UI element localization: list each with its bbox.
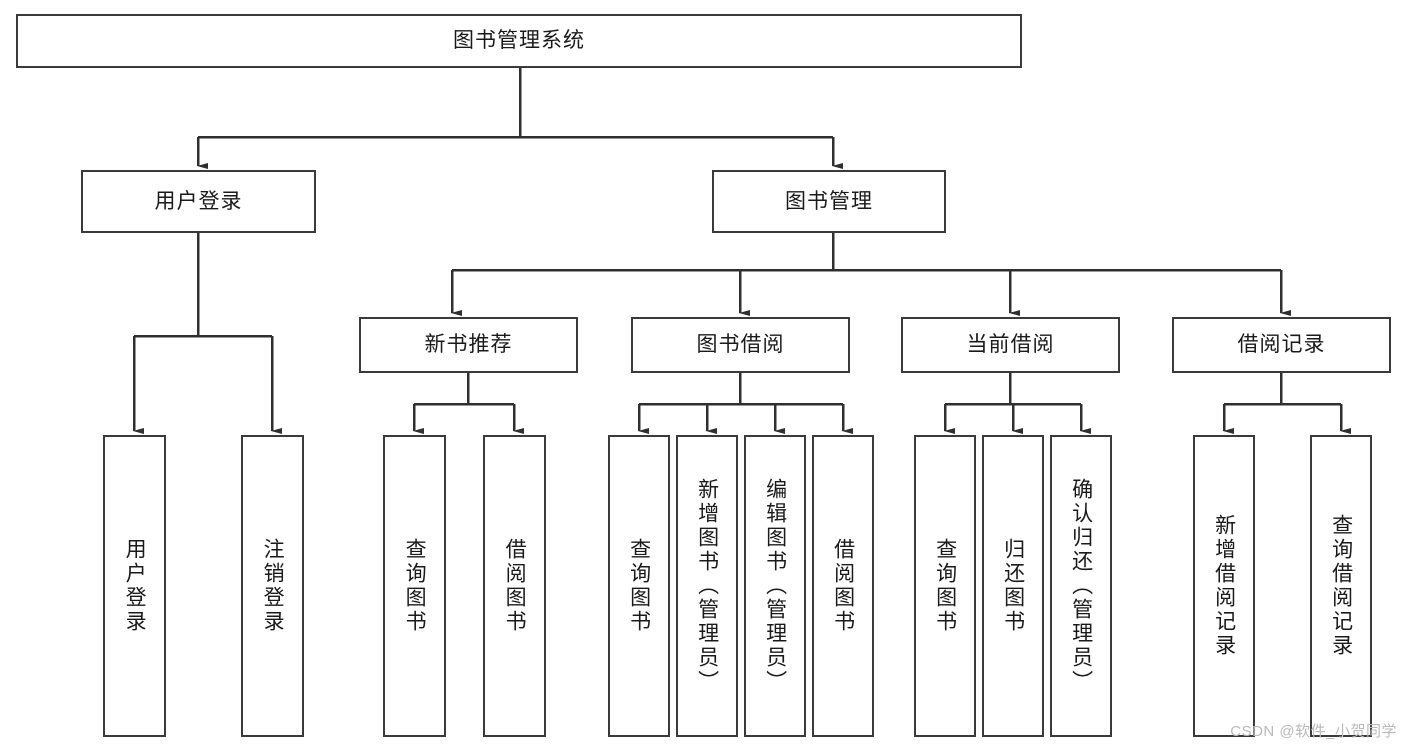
node-label: 查询图书 bbox=[933, 538, 957, 634]
node-label: 图书借阅 bbox=[696, 333, 785, 357]
leaf-new-book-borrow[interactable]: 借阅图书 bbox=[483, 435, 546, 737]
node-label: 图书管理系统 bbox=[453, 29, 585, 53]
node-label: 确认归还（管理员） bbox=[1069, 478, 1093, 694]
leaf-current-borrow-confirm[interactable]: 确认归还（管理员） bbox=[1050, 435, 1112, 737]
node-borrow-record[interactable]: 借阅记录 bbox=[1172, 317, 1391, 373]
node-label: 注销登录 bbox=[261, 538, 285, 634]
csdn-watermark: CSDN @软件_小贺同学 bbox=[1230, 723, 1397, 740]
node-current-borrow[interactable]: 当前借阅 bbox=[901, 317, 1120, 373]
node-label: 编辑图书（管理员） bbox=[763, 478, 787, 694]
node-label: 借阅图书 bbox=[503, 538, 527, 634]
leaf-user-login-login[interactable]: 用户登录 bbox=[103, 435, 166, 737]
leaf-book-borrow-add[interactable]: 新增图书（管理员） bbox=[676, 435, 738, 737]
node-label: 图书管理 bbox=[785, 189, 873, 213]
node-book-borrow[interactable]: 图书借阅 bbox=[631, 317, 850, 373]
node-label: 新增借阅记录 bbox=[1212, 514, 1236, 658]
node-user-login[interactable]: 用户登录 bbox=[81, 170, 316, 233]
leaf-borrow-record-add[interactable]: 新增借阅记录 bbox=[1193, 435, 1255, 737]
node-label: 新增图书（管理员） bbox=[695, 478, 719, 694]
node-label: 归还图书 bbox=[1001, 538, 1025, 634]
node-root-system[interactable]: 图书管理系统 bbox=[16, 14, 1022, 68]
node-label: 当前借阅 bbox=[966, 333, 1055, 357]
node-label: 查询图书 bbox=[627, 538, 651, 634]
node-label: 用户登录 bbox=[123, 538, 147, 634]
node-label: 借阅图书 bbox=[831, 538, 855, 634]
leaf-new-book-query[interactable]: 查询图书 bbox=[383, 435, 446, 737]
node-label: 新书推荐 bbox=[424, 333, 513, 357]
node-label: 查询图书 bbox=[403, 538, 427, 634]
node-new-book-recommend[interactable]: 新书推荐 bbox=[359, 317, 578, 373]
node-label: 用户登录 bbox=[154, 189, 243, 213]
leaf-borrow-record-query[interactable]: 查询借阅记录 bbox=[1310, 435, 1372, 737]
node-book-management[interactable]: 图书管理 bbox=[712, 170, 946, 233]
node-label: 查询借阅记录 bbox=[1329, 514, 1353, 658]
leaf-current-borrow-query[interactable]: 查询图书 bbox=[914, 435, 976, 737]
node-label: 借阅记录 bbox=[1237, 333, 1326, 357]
leaf-book-borrow-lend[interactable]: 借阅图书 bbox=[812, 435, 874, 737]
leaf-current-borrow-return[interactable]: 归还图书 bbox=[982, 435, 1044, 737]
leaf-book-borrow-edit[interactable]: 编辑图书（管理员） bbox=[744, 435, 806, 737]
leaf-user-login-logout[interactable]: 注销登录 bbox=[241, 435, 304, 737]
leaf-book-borrow-query[interactable]: 查询图书 bbox=[608, 435, 670, 737]
